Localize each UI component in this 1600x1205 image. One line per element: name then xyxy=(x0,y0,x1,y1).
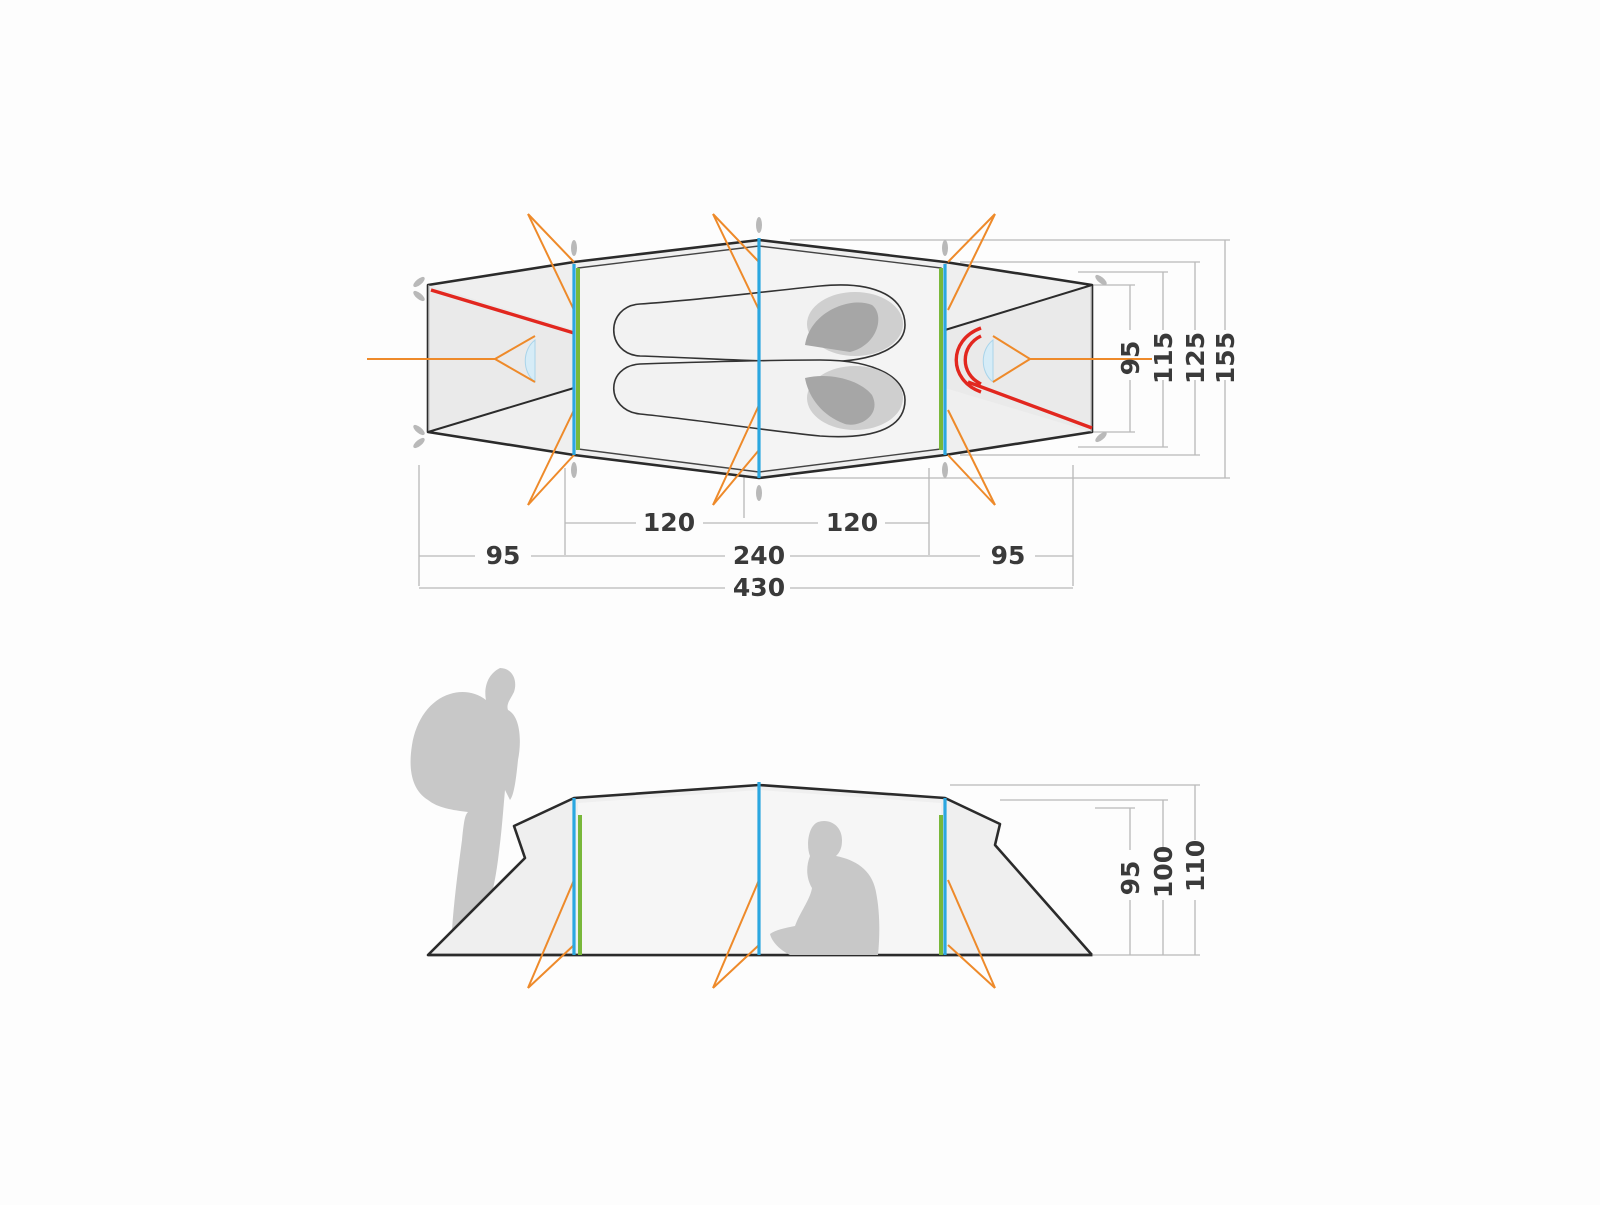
dim-left-vestibule: 95 xyxy=(486,541,521,570)
right-vent xyxy=(982,338,994,384)
dim-width-125: 125 xyxy=(1181,332,1210,384)
left-red-pole xyxy=(430,288,575,335)
width-dimension-lines xyxy=(790,239,1230,479)
dim-width-115: 115 xyxy=(1149,332,1178,384)
right-vestibule-edge xyxy=(944,284,1093,331)
dim-inner-right-half: 120 xyxy=(826,508,878,537)
side-guy-lines xyxy=(527,879,996,989)
tent-pegs xyxy=(413,217,1107,501)
side-view: 95 100 110 xyxy=(410,668,1210,989)
height-dimension-lines xyxy=(950,784,1200,956)
left-vestibule-edge xyxy=(427,387,575,433)
length-dimension-lines xyxy=(418,465,1074,589)
dim-width-155: 155 xyxy=(1211,332,1240,384)
sleeping-bag-upper-face xyxy=(805,302,879,352)
right-red-pole xyxy=(967,380,1093,430)
dim-overall-length: 430 xyxy=(733,573,785,602)
right-door-arch-inner xyxy=(963,334,982,386)
dim-height-95: 95 xyxy=(1116,861,1145,896)
dim-height-110: 110 xyxy=(1181,840,1210,892)
right-vestibule-floor xyxy=(945,285,1092,432)
right-door-arch-outer xyxy=(954,326,982,394)
standing-person-silhouette xyxy=(410,668,520,930)
dim-height-100: 100 xyxy=(1149,846,1178,898)
top-guy-lines xyxy=(367,213,1152,506)
sleeping-bag-lower-face xyxy=(805,375,875,425)
dim-inner-left-half: 120 xyxy=(643,508,695,537)
top-view: 120 120 95 240 95 430 95 115 125 155 xyxy=(367,213,1240,602)
dim-width-95: 95 xyxy=(1116,341,1145,376)
dim-inner-total: 240 xyxy=(733,541,785,570)
sitting-person-silhouette xyxy=(770,820,880,955)
dim-right-vestibule: 95 xyxy=(991,541,1026,570)
